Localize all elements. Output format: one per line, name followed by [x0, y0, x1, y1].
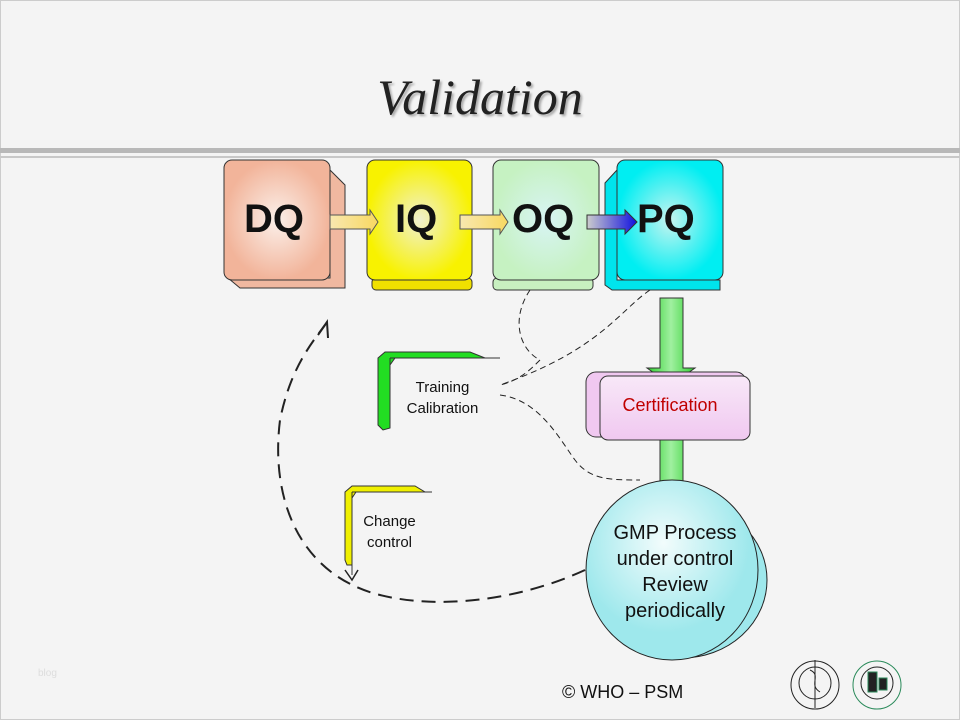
gmp-circle — [585, 479, 768, 661]
certification-label: Certification — [622, 395, 718, 415]
stage-oq-box — [492, 159, 600, 291]
control-text: control — [366, 534, 413, 551]
arrow-dq-iq — [329, 208, 379, 236]
psm-logo — [852, 660, 902, 710]
divider — [0, 156, 960, 158]
calibration-text: Calibration — [406, 400, 479, 417]
stage-oq-label: OQ — [512, 197, 575, 241]
dashed-connectors — [499, 289, 651, 481]
change-control-label: Change control — [352, 511, 427, 553]
slide-title: Validation — [377, 69, 583, 125]
training-label: Training Calibration — [390, 377, 495, 419]
change-text: Change — [363, 513, 416, 530]
stage-dq-label: DQ — [244, 197, 304, 241]
stage-dq-box — [223, 159, 346, 289]
footer-copyright: © WHO – PSM — [562, 682, 684, 702]
gmp-line: GMP Process — [613, 522, 737, 544]
watermark: blog — [38, 668, 57, 679]
gmp-line: periodically — [624, 600, 726, 622]
stage-pq-box — [604, 159, 724, 291]
certification-box — [585, 371, 751, 441]
arrow-oq-pq — [586, 208, 638, 236]
change-control-box — [344, 485, 432, 575]
arrow-iq-oq — [459, 208, 509, 236]
review-cycle-arrow — [277, 324, 586, 603]
gmp-label: GMP Process under control Review periodi… — [590, 520, 760, 624]
divider — [0, 148, 960, 153]
stage-iq-box — [366, 159, 473, 291]
gmp-line: Review — [642, 574, 708, 596]
training-text: Training — [415, 379, 470, 396]
gmp-line: under control — [616, 548, 734, 570]
who-logo — [790, 660, 840, 710]
stage-pq-label: PQ — [637, 197, 695, 241]
stage-iq-label: IQ — [395, 197, 438, 241]
training-box — [377, 351, 500, 431]
